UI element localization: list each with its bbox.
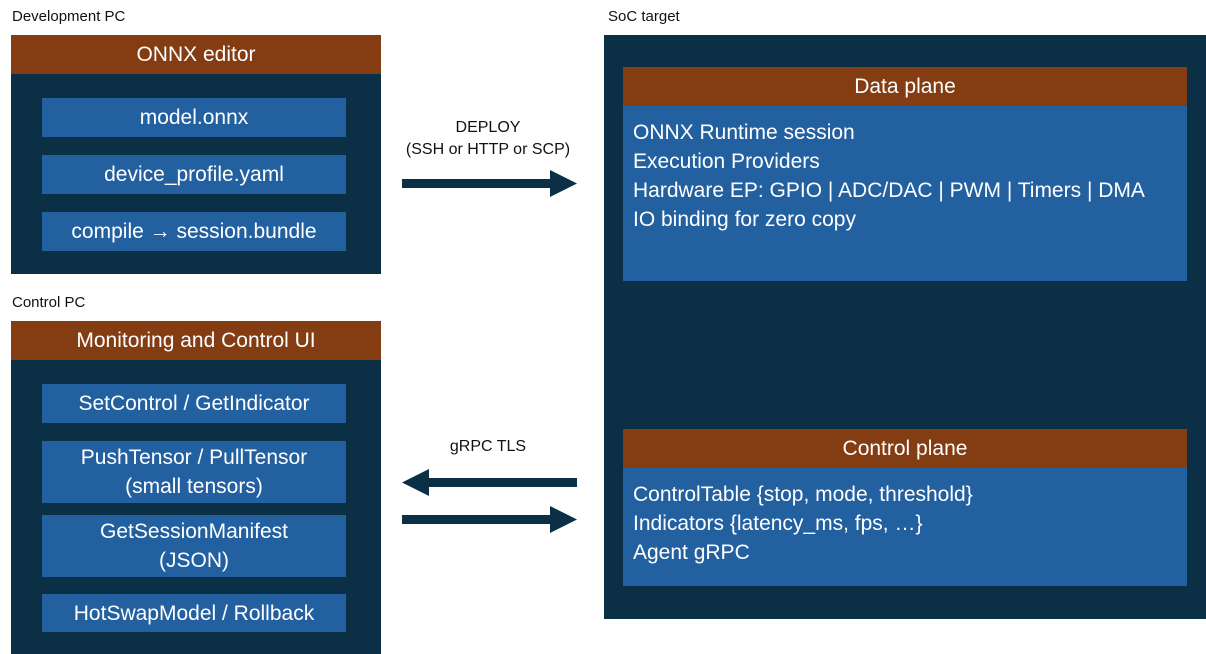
hotswapmodel-rollback-label: HotSwapModel / Rollback	[73, 601, 315, 625]
data-plane-lines: ONNX Runtime session Execution Providers…	[623, 106, 1187, 234]
data-plane: Data plane ONNX Runtime session Executio…	[623, 67, 1187, 281]
deploy-title: DEPLOY	[455, 119, 521, 136]
soc-target-panel: Data plane ONNX Runtime session Executio…	[604, 35, 1206, 619]
getsessionmanifest-label: GetSessionManifest	[100, 520, 288, 543]
development-pc-panel: ONNX editor model.onnx device_profile.ya…	[11, 35, 381, 274]
setcontrol-getindicator-label: SetControl / GetIndicator	[78, 392, 310, 415]
control-plane-header: Control plane	[623, 429, 1187, 468]
data-plane-line: ONNX Runtime session	[633, 121, 855, 144]
control-pc-label: Control PC	[12, 294, 86, 311]
onnx-editor-header: ONNX editor	[11, 35, 381, 74]
control-plane-lines: ControlTable {stop, mode, threshold} Ind…	[623, 468, 1187, 567]
small-tensors-label: (small tensors)	[125, 475, 263, 498]
control-pc-panel: Monitoring and Control UI SetControl / G…	[11, 321, 381, 654]
grpc-tls-label: gRPC TLS	[449, 438, 527, 455]
grpc-arrow-left	[402, 469, 577, 496]
json-label: (JSON)	[159, 549, 229, 572]
data-plane-line: IO binding for zero copy	[633, 208, 856, 231]
soc-target-label: SoC target	[608, 8, 680, 25]
data-plane-header: Data plane	[623, 67, 1187, 106]
device-profile-item: device_profile.yaml	[42, 155, 346, 194]
deploy-arrow-right	[402, 170, 577, 197]
pushtensor-pulltensor-item: PushTensor / PullTensor (small tensors)	[42, 441, 346, 503]
setcontrol-getindicator-item: SetControl / GetIndicator	[42, 384, 346, 423]
compile-session-bundle-item: compile → session.bundle	[42, 212, 346, 251]
pushtensor-pulltensor-label: PushTensor / PullTensor	[80, 446, 308, 469]
control-plane-line: ControlTable {stop, mode, threshold}	[633, 483, 973, 506]
control-plane-line: Indicators {latency_ms, fps, …}	[633, 512, 923, 535]
control-plane-line: Agent gRPC	[633, 541, 750, 564]
hotswapmodel-rollback-item: HotSwapModel / Rollback	[42, 594, 346, 632]
development-pc-label: Development PC	[12, 8, 126, 25]
getsessionmanifest-item: GetSessionManifest (JSON)	[42, 515, 346, 577]
monitoring-control-ui-header: Monitoring and Control UI	[11, 321, 381, 360]
deploy-protocols: (SSH or HTTP or SCP)	[405, 141, 571, 158]
deploy-label: DEPLOY (SSH or HTTP or SCP)	[388, 117, 588, 161]
data-plane-line: Execution Providers	[633, 150, 820, 173]
model-onnx-item: model.onnx	[42, 98, 346, 137]
grpc-arrow-right	[402, 506, 577, 533]
control-plane: Control plane ControlTable {stop, mode, …	[623, 429, 1187, 586]
data-plane-line: Hardware EP: GPIO | ADC/DAC | PWM | Time…	[633, 179, 1145, 202]
